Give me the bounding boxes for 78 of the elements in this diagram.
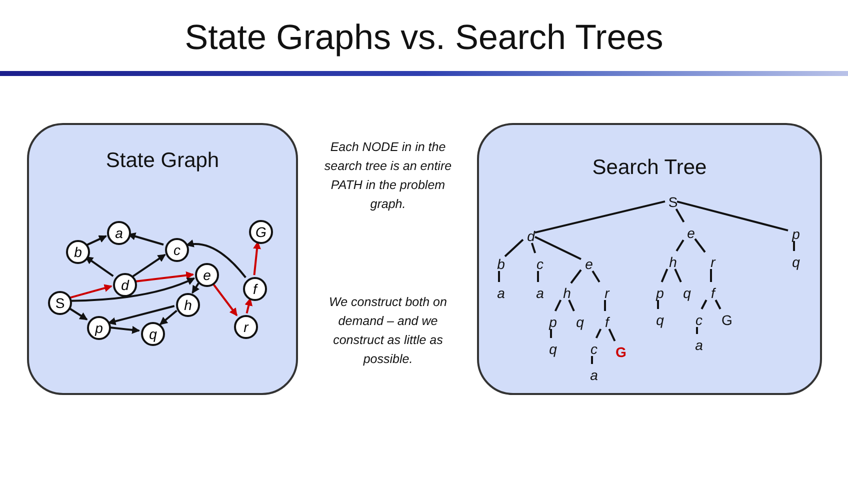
tree-branch [498, 271, 500, 282]
tree-node-label: h [666, 253, 680, 271]
panel-heading: State Graph [104, 148, 220, 174]
tree-node-label: q [680, 284, 694, 302]
tree-branch [608, 328, 616, 342]
tree-node-label: G [614, 343, 628, 361]
arrow [86, 235, 108, 246]
tree-branch [530, 242, 536, 254]
panel [27, 123, 298, 395]
tree-node-label: d [524, 227, 538, 245]
tree-node-label: S [666, 193, 680, 211]
tree-node-label: p [789, 225, 803, 243]
tree-node-label: a [494, 284, 508, 302]
arrow [70, 277, 196, 302]
tree-branch [534, 236, 582, 260]
arrow [68, 306, 88, 320]
arrow [85, 256, 114, 277]
tree-node-label: a [587, 366, 601, 384]
tree-branch [660, 268, 668, 282]
tree-branch [568, 300, 575, 312]
tree-node-label: f [706, 284, 720, 302]
tree-branch [604, 300, 606, 311]
tree-node-label: a [692, 336, 706, 354]
panel [477, 123, 822, 395]
tree-branch [676, 200, 788, 232]
tree-branch [550, 329, 552, 338]
arrow [253, 240, 261, 276]
tree-node-label: e [582, 255, 596, 273]
tree-branch [700, 300, 708, 310]
arrow [128, 232, 164, 246]
tree-branch [534, 200, 666, 234]
tree-node-label: G [720, 311, 734, 329]
tree-node-label: h [560, 284, 574, 302]
tree-branch [591, 356, 593, 364]
tree-node-label: e [684, 224, 698, 242]
arrow [186, 240, 246, 278]
tree-branch [714, 300, 722, 310]
tree-node-label: r [600, 284, 614, 302]
tree-node-label: p [546, 313, 560, 331]
tree-node-label: q [546, 340, 560, 358]
tree-branch [793, 241, 795, 251]
tree-node-label: c [533, 255, 547, 273]
arrow [69, 284, 112, 299]
tree-branch [657, 300, 659, 309]
arrow [108, 326, 140, 334]
tree-branch [537, 271, 539, 282]
tree-branch [570, 269, 582, 284]
tree-node-label: c [587, 340, 601, 358]
arrow [244, 298, 253, 314]
arrow [134, 271, 194, 283]
tree-branch [595, 328, 602, 338]
arrow [192, 282, 200, 294]
tree-branch [674, 268, 682, 282]
panel-heading: Search Tree [591, 155, 708, 181]
title: State Graphs vs. Search Trees [184, 17, 664, 59]
tree-branch [592, 270, 600, 283]
tree-node-label: c [692, 311, 706, 329]
tree-node-label: r [706, 253, 720, 271]
tree-branch [554, 300, 562, 312]
tree-branch [696, 327, 698, 334]
tree-node-label: p [653, 284, 667, 302]
note-text: Each NODE in in the search tree is an entire PATH in the problem graph. [323, 139, 453, 213]
note-text: We construct both on demand – and we construct as little as possible. [328, 294, 448, 368]
arrow [108, 305, 175, 326]
tree-branch [694, 238, 706, 253]
tree-branch [675, 208, 685, 222]
tree-node-label: f [600, 313, 614, 331]
arrow [132, 254, 166, 278]
tree-node-label: q [573, 313, 587, 331]
tree-node-label: b [494, 255, 508, 273]
arrow [211, 282, 238, 316]
tree-branch [504, 238, 524, 258]
tree-node-label: q [653, 311, 667, 329]
tree-branch [710, 269, 712, 282]
tree-branch [676, 239, 684, 252]
tree-node-label: a [533, 284, 547, 302]
arrow [159, 310, 178, 326]
tree-node-label: q [789, 253, 803, 271]
